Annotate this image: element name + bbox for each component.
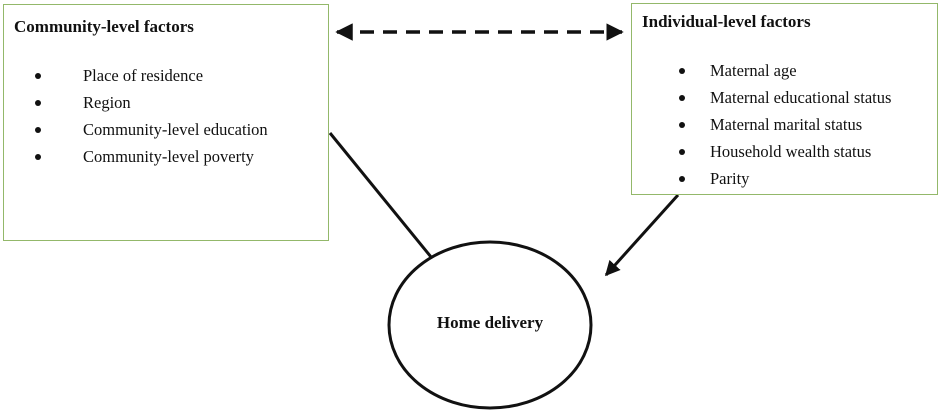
bullet-icon [35, 73, 41, 79]
individual-factors-title: Individual-level factors [642, 12, 811, 31]
list-item: Region [32, 89, 268, 116]
individual-factors-box: Individual-level factors Maternal age Ma… [631, 3, 938, 195]
bullet-icon [679, 95, 685, 101]
outcome-label: Home delivery [436, 313, 544, 332]
list-item: Maternal age [676, 57, 891, 84]
factor-label: Community-level poverty [83, 147, 254, 166]
factor-label: Place of residence [83, 66, 204, 85]
bullet-icon [679, 68, 685, 74]
bullet-icon [35, 154, 41, 160]
arrow-community-to-outcome [328, 132, 442, 270]
factor-label: Community-level education [83, 120, 268, 139]
bullet-icon [679, 149, 685, 155]
community-factors-title: Community-level factors [14, 17, 194, 36]
bullet-icon [35, 100, 41, 106]
bullet-icon [679, 176, 685, 182]
factor-label: Maternal age [710, 61, 797, 80]
list-item: Maternal educational status [676, 84, 891, 111]
community-factors-list: Place of residence Region Community-leve… [32, 62, 268, 170]
community-factors-box: Community-level factors Place of residen… [3, 4, 329, 241]
factor-label: Parity [710, 169, 750, 188]
list-item: Community-level education [32, 116, 268, 143]
outcome-ellipse [387, 240, 593, 410]
list-item: Household wealth status [676, 138, 891, 165]
factor-label: Region [83, 93, 131, 112]
list-item: Parity [676, 165, 891, 192]
bullet-icon [35, 127, 41, 133]
factor-label: Household wealth status [710, 142, 872, 161]
bullet-icon [679, 122, 685, 128]
list-item: Place of residence [32, 62, 268, 89]
individual-factors-list: Maternal age Maternal educational status… [676, 57, 891, 192]
list-item: Maternal marital status [676, 111, 891, 138]
arrow-individual-to-outcome [604, 193, 680, 277]
factor-label: Maternal educational status [710, 88, 892, 107]
list-item: Community-level poverty [32, 143, 268, 170]
factor-label: Maternal marital status [710, 115, 863, 134]
